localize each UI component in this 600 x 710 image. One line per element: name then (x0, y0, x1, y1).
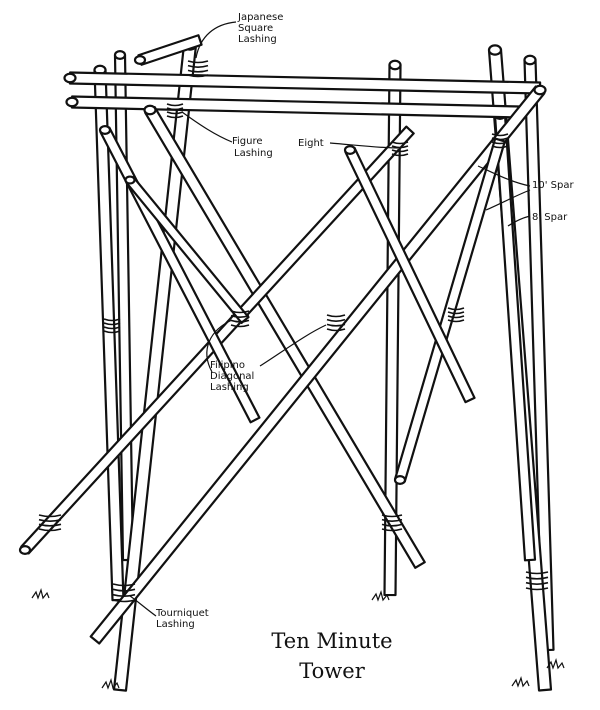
filipino-diagonal-lashing-center-turn (326, 323, 346, 327)
top-rail-front-end (65, 96, 79, 108)
ten-foot-spar-label: 10' Spar (532, 180, 574, 191)
diag-right-1-end (393, 475, 407, 485)
top-rail-front (70, 95, 522, 119)
foot-lashing-center-turn (381, 523, 403, 527)
figure-eight-lashing-right-turn (391, 153, 409, 157)
foot-lashing-center-turn (381, 528, 403, 532)
filipino-diagonal-lashing-center-turn (326, 328, 346, 332)
top-rail-back (68, 71, 542, 95)
ten-spar-leader-2 (485, 189, 531, 211)
filipino-diagonal-lashing-right-turn (447, 319, 465, 323)
filipino-diagonal-lashing-center-turn (326, 318, 346, 322)
side-lashing-left-turn (103, 330, 121, 334)
figure-eight-lashing-left-turn (166, 115, 184, 119)
ten-spar-leader (477, 165, 531, 187)
filipino-diagonal-lashing-left-turn (230, 319, 250, 323)
leader-group (129, 21, 531, 617)
tourniquet-lashing-turn (112, 583, 136, 587)
foot-lashing-left-turn (38, 523, 62, 527)
figure-eight-lashing-left-turn (166, 107, 184, 111)
japanese-square-leader (195, 21, 237, 59)
grass-tuft (511, 675, 530, 688)
japanese-square-lashing-turn (187, 60, 209, 64)
tourniquet-leader (129, 595, 157, 617)
leg-back-right-2-end (523, 54, 537, 66)
diag-right-2-end (343, 145, 357, 155)
top-lashing-right-turn (491, 141, 509, 145)
side-lashing-left-turn (103, 322, 121, 326)
filipino-diagonal-lashing-label: Filipino Diagonal Lashing (210, 360, 255, 393)
foot-lashing-left-turn (38, 528, 62, 532)
diagram-title-line2: Tower (299, 659, 365, 683)
japanese-square-lashing-turn (187, 64, 209, 68)
filipino-diagonal-lashing-left-turn (230, 324, 250, 328)
figure-eight-label-part1: Figure (232, 136, 263, 147)
figure-eight-lashing-left-turn (166, 103, 184, 107)
japanese-square-lashing-turn (187, 69, 209, 73)
diag-left-1-end (18, 545, 32, 555)
diag-right-1 (394, 137, 506, 483)
filipino-diagonal-lashing-center-turn (326, 314, 346, 318)
top-lashing-right-turn (491, 137, 509, 141)
leg-back-left-2-end (113, 50, 127, 60)
diag-back-1-end (124, 175, 136, 185)
grass-tuft (371, 589, 390, 602)
top-rail-back-end (63, 72, 77, 84)
eight-foot-spar-label: 8' Spar (532, 212, 568, 223)
grass-tuft (101, 677, 120, 690)
diag-front-1 (144, 106, 426, 569)
diag-front-2-end (533, 84, 547, 96)
japanese-square-lashing-label: Japanese Square Lashing (238, 12, 284, 45)
foot-lashing-center-turn (381, 518, 403, 522)
filipino-leader-right (259, 324, 327, 367)
filipino-leader-left (206, 319, 233, 373)
tourniquet-lashing-turn (112, 599, 136, 603)
filipino-diagonal-lashing-left-turn (230, 314, 250, 318)
top-rail-cross-end (133, 55, 147, 65)
lashing-group (38, 60, 549, 603)
tourniquet-lashing-turn (112, 593, 136, 597)
foot-lashing-left-turn (38, 518, 62, 522)
figure-eight-lashing-right-turn (391, 149, 409, 153)
grass-tuft (31, 587, 50, 600)
grass-tuft (546, 657, 565, 670)
foot-lashing-left-turn (38, 514, 62, 518)
foot-lashing-right-turn (525, 581, 549, 585)
side-lashing-left-turn (103, 318, 121, 322)
diag-left-2-end (98, 125, 112, 135)
filipino-diagonal-lashing-left-turn (230, 310, 250, 314)
foot-lashing-right-turn (525, 571, 549, 575)
japanese-square-lashing-turn (187, 74, 209, 78)
figure-eight-label-part3: Lashing (234, 148, 273, 159)
foot-lashing-center-turn (381, 514, 403, 518)
foot-lashing-right-turn (525, 576, 549, 580)
diagram-title-line1: Ten Minute (271, 629, 393, 653)
figure-eight-leader-left (181, 111, 233, 143)
figure-eight-lashing-left-turn (166, 111, 184, 115)
top-lashing-right-turn (491, 145, 509, 149)
leg-back-right-end (388, 59, 402, 71)
filipino-diagonal-lashing-right-turn (447, 311, 465, 315)
tourniquet-lashing-turn (112, 588, 136, 592)
figure-eight-leader-right (329, 142, 399, 149)
figure-eight-label-part2: Eight (298, 138, 324, 149)
grass-group (31, 587, 565, 690)
pole-group (18, 34, 555, 692)
eight-spar-leader (507, 215, 531, 227)
leg-front-right-end (487, 44, 503, 56)
filipino-diagonal-lashing-right-turn (447, 315, 465, 319)
diag-front-1-end (143, 104, 157, 116)
top-lashing-right-turn (491, 133, 509, 137)
figure-eight-lashing-right-turn (391, 145, 409, 149)
foot-lashing-right-turn (525, 587, 549, 591)
filipino-diagonal-lashing-right-turn (447, 307, 465, 311)
side-lashing-left-turn (103, 326, 121, 330)
tourniquet-lashing-label: Tourniquet Lashing (156, 608, 209, 630)
figure-eight-lashing-right-turn (391, 141, 409, 145)
